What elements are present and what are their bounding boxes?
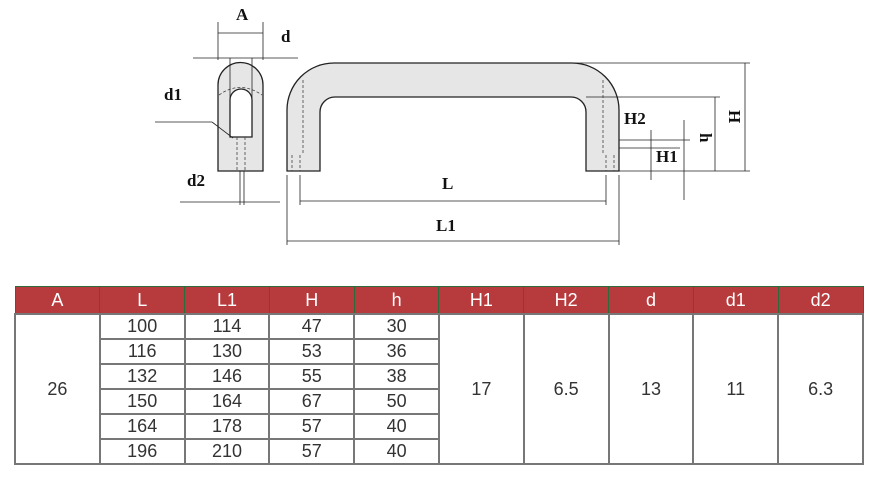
dim-label-h: h (696, 133, 715, 143)
header-H2: H2 (523, 286, 610, 315)
cell-L1: 146 (183, 363, 271, 390)
header-d1: d1 (692, 286, 779, 315)
cell-h: 50 (353, 388, 440, 415)
cell-L: 196 (98, 438, 186, 465)
cell-L1: 114 (183, 313, 271, 340)
cell-L: 116 (98, 338, 186, 365)
cell-d1: 11 (692, 313, 780, 465)
dim-label-L: L (442, 174, 453, 193)
cell-A: 26 (14, 313, 101, 465)
cell-H1: 17 (437, 313, 525, 465)
table-header-row: A L L1 H h H1 H2 d d1 d2 (14, 286, 864, 315)
dim-label-d: d (281, 27, 291, 46)
header-L1: L1 (184, 286, 270, 315)
cell-h: 40 (353, 413, 440, 440)
cell-h: 40 (353, 438, 440, 465)
cell-h: 36 (353, 338, 440, 365)
dim-label-d1: d1 (164, 85, 182, 104)
cell-H: 53 (268, 338, 356, 365)
header-h: h (353, 286, 440, 315)
dim-label-d2: d2 (187, 171, 205, 190)
header-H: H (268, 286, 355, 315)
header-d: d (608, 286, 694, 315)
cell-L1: 210 (183, 438, 271, 465)
dim-label-A: A (236, 5, 249, 24)
cell-L: 132 (98, 363, 186, 390)
cell-h: 38 (353, 363, 440, 390)
header-L: L (99, 286, 186, 315)
dim-label-H2: H2 (624, 109, 646, 128)
cell-L: 100 (98, 313, 186, 340)
cell-d: 13 (607, 313, 695, 465)
header-A: A (14, 286, 101, 315)
cell-H2: 6.5 (522, 313, 610, 465)
cell-h: 30 (353, 313, 440, 340)
dim-label-H: H (725, 110, 744, 123)
handle-front-view (286, 62, 620, 172)
cell-L: 150 (98, 388, 186, 415)
cell-L1: 178 (183, 413, 271, 440)
cell-H: 55 (268, 363, 356, 390)
cell-H: 67 (268, 388, 356, 415)
cell-L1: 164 (183, 388, 271, 415)
cell-H: 57 (268, 438, 356, 465)
cell-H: 57 (268, 413, 356, 440)
cell-L: 164 (98, 413, 186, 440)
cell-L1: 130 (183, 338, 271, 365)
header-H1: H1 (438, 286, 525, 315)
dim-label-L1: L1 (436, 216, 456, 235)
dim-label-H1: H1 (656, 147, 678, 166)
header-d2: d2 (777, 286, 864, 315)
handle-technical-drawing: A d d1 d2 L L1 H2 H1 h H (155, 5, 750, 245)
cell-d2: 6.3 (777, 313, 864, 465)
cell-H: 47 (268, 313, 356, 340)
